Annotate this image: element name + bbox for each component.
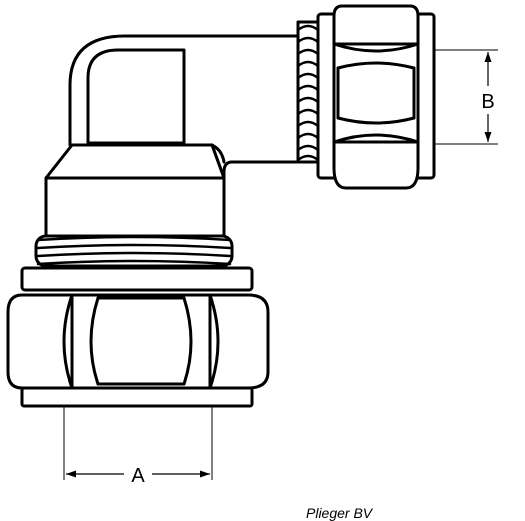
elbow-body [68, 34, 300, 180]
bottom-nut [6, 293, 270, 390]
bottom-washer [20, 266, 254, 292]
dimension-a-label: A [131, 465, 145, 487]
dimension-b-label: B [481, 91, 494, 113]
hex-collar [44, 143, 226, 240]
dimension-a-label-bg [124, 461, 152, 487]
bottom-base-ring [20, 386, 254, 408]
right-thread [296, 20, 320, 164]
right-nut [316, 4, 436, 190]
bottom-thread [34, 234, 234, 268]
dimension-b-label-bg [476, 86, 500, 114]
credit-text: Plieger BV [306, 505, 374, 521]
